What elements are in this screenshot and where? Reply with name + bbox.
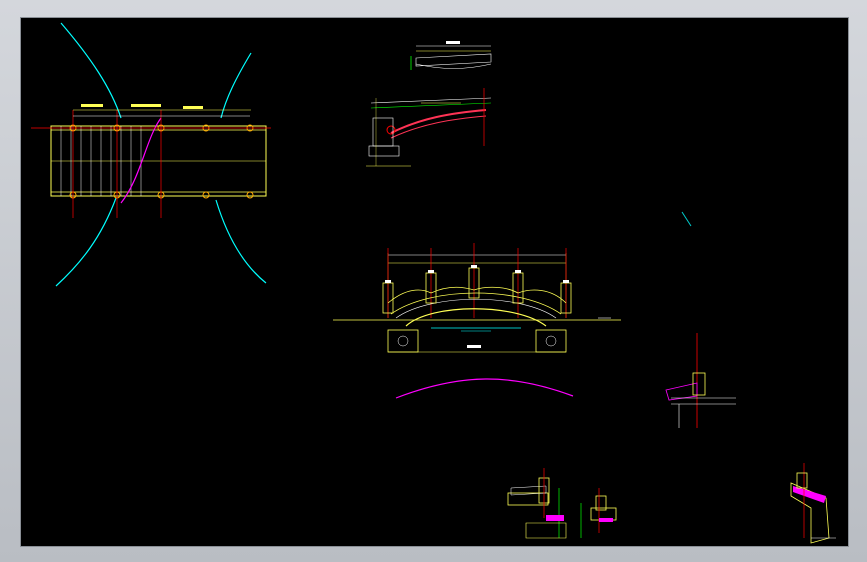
top-section-detail (410, 41, 492, 70)
lower-arc (395, 378, 574, 399)
drawing-canvas[interactable] (20, 17, 849, 547)
drawing-svg (31, 22, 836, 544)
river-bank-upper-left (60, 22, 122, 119)
plan-axes (31, 110, 271, 218)
main-arch (405, 308, 547, 327)
plan-view (31, 22, 271, 287)
river-bank-lower-left (55, 197, 117, 287)
plan-posts (69, 124, 254, 199)
arch-section (366, 88, 492, 167)
bottom-details (507, 463, 836, 544)
foundation-left (387, 329, 419, 353)
plan-arch-curve (120, 117, 162, 204)
bridge-elevation (333, 243, 621, 353)
cyan-tick (681, 211, 692, 227)
right-edge-detail (665, 333, 736, 428)
river-bank-lower-right (215, 199, 267, 284)
deck-planks (60, 126, 142, 196)
foundation-right (535, 329, 567, 353)
river-bank-upper-right (220, 52, 252, 119)
arch-rib (390, 109, 487, 134)
